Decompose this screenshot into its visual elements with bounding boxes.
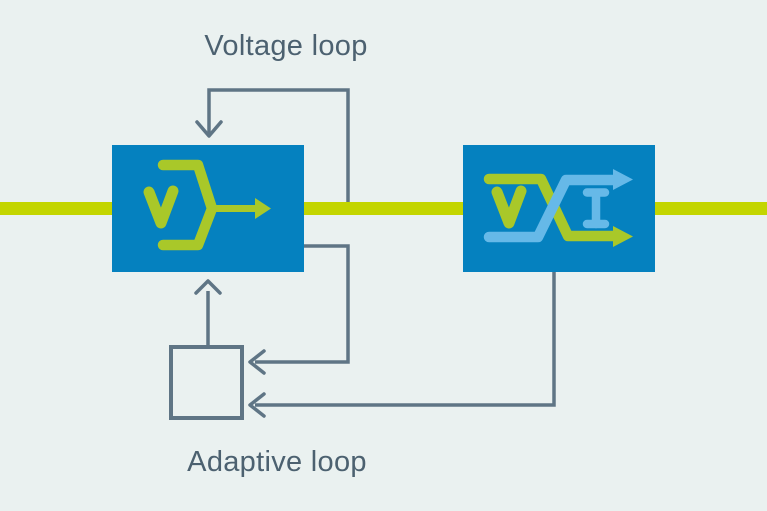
arrow-down-icon xyxy=(195,120,223,138)
letter-v-glyph xyxy=(143,185,179,229)
v-i-crossover-arrows-icon xyxy=(483,169,633,247)
adaptive-input-line-2 xyxy=(255,268,556,407)
adaptive-loop-output-to-source xyxy=(194,279,222,347)
adaptive-loop-input-from-converter xyxy=(248,268,556,418)
voltage-output-arrow-icon xyxy=(143,159,271,251)
adaptive-input-line-1 xyxy=(255,244,350,364)
output-arrowhead xyxy=(255,198,271,219)
arrow-left-icon xyxy=(248,392,266,418)
letter-i-glyph xyxy=(582,188,610,229)
letter-v-glyph xyxy=(491,185,527,229)
blue-cross-arrow xyxy=(483,174,620,243)
arrow-up-icon xyxy=(194,279,222,295)
green-cross-arrowhead xyxy=(613,226,633,247)
voltage-loop-label: Voltage loop xyxy=(204,30,368,62)
adaptive-loop-label: Adaptive loop xyxy=(187,446,367,478)
output-bracket-glyph xyxy=(157,159,218,251)
voltage-loop-line xyxy=(207,88,350,209)
adaptive-loop-input-from-source xyxy=(248,244,350,375)
adaptive-controller-box xyxy=(169,345,244,420)
arrow-left-icon xyxy=(248,349,266,375)
blue-cross-arrowhead xyxy=(613,169,633,190)
voltage-loop-path xyxy=(195,88,350,209)
